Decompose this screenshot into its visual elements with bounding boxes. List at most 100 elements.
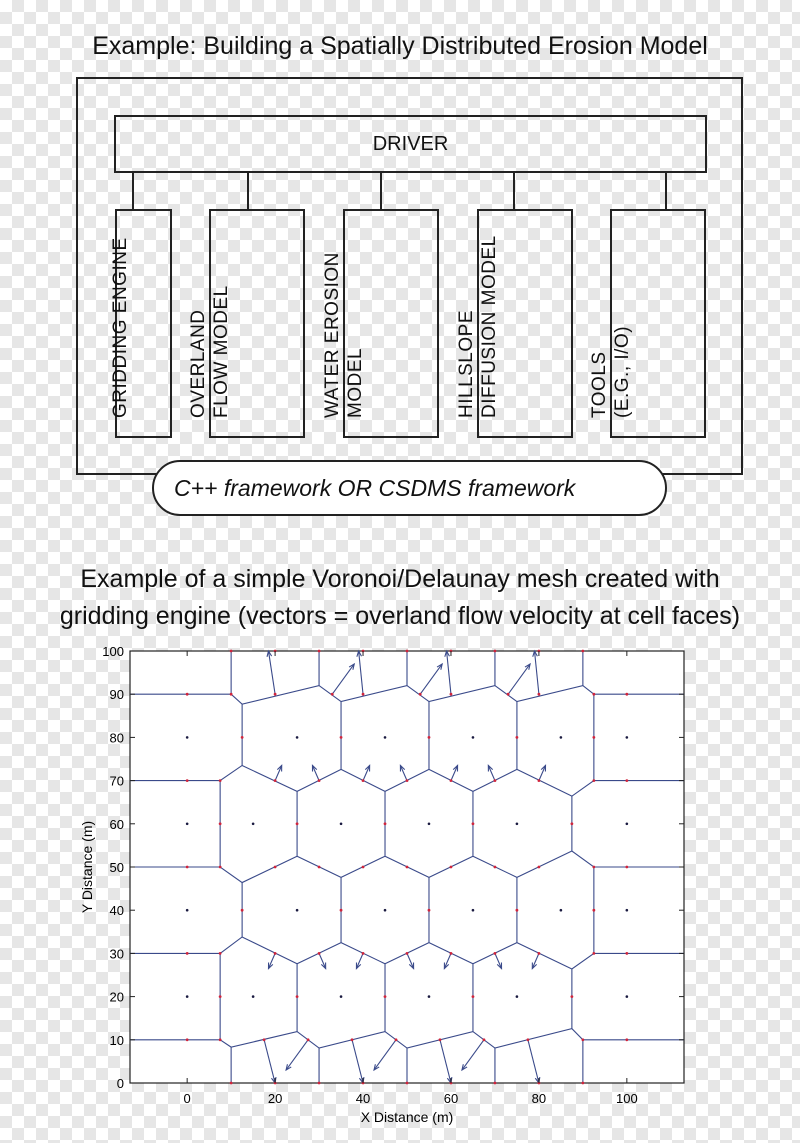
arrow-head — [496, 962, 503, 970]
face-point — [273, 865, 277, 869]
face-point — [438, 1038, 442, 1042]
cell-center — [185, 736, 189, 739]
arrow-head — [320, 962, 327, 970]
arrow-head — [444, 649, 450, 657]
module-water-erosion: WATER EROSION MODEL — [322, 209, 439, 438]
velocity-arrow — [419, 663, 443, 695]
velocity-vectors — [263, 649, 547, 1085]
face-point — [581, 1038, 585, 1042]
velocity-arrow — [533, 650, 540, 695]
face-point — [581, 1081, 585, 1085]
module-tools: TOOLS (E.G., I/O) — [589, 209, 706, 438]
velocity-arrow — [443, 953, 452, 969]
velocity-arrow — [355, 953, 364, 969]
cell-center — [339, 995, 343, 998]
velocity-arrow — [450, 765, 459, 781]
y-axis-label: Y Distance (m) — [79, 821, 95, 913]
velocity-arrow — [263, 1039, 276, 1084]
face-point — [449, 952, 453, 955]
y-tick-label: 90 — [110, 687, 124, 702]
face-point — [383, 995, 387, 998]
face-point — [570, 822, 574, 826]
arrow-head — [355, 962, 362, 970]
y-tick-label: 10 — [110, 1033, 124, 1048]
face-point — [405, 952, 409, 955]
connector-line — [380, 172, 382, 210]
face-point — [493, 779, 497, 782]
face-point — [185, 1038, 189, 1042]
x-axis-label: X Distance (m) — [361, 1109, 454, 1125]
face-point — [471, 822, 475, 826]
face-point — [218, 952, 222, 955]
cell-center — [625, 736, 629, 739]
face-point — [427, 736, 431, 739]
arrow-head — [267, 962, 274, 970]
face-point — [493, 649, 497, 653]
module-gridding-engine: GRIDDING ENGINE — [110, 209, 172, 438]
face-point — [317, 649, 321, 653]
face-point — [383, 822, 387, 826]
face-point — [493, 952, 497, 955]
face-point — [229, 692, 233, 696]
arrow-head — [364, 764, 371, 772]
arrow-head — [348, 662, 356, 670]
arrow-head — [276, 764, 283, 772]
face-point — [592, 779, 596, 782]
velocity-arrow — [538, 765, 547, 781]
velocity-arrow — [311, 765, 320, 781]
velocity-arrow — [494, 953, 503, 969]
face-point — [317, 952, 321, 955]
face-point — [506, 692, 510, 696]
x-tick-label: 20 — [268, 1091, 282, 1106]
face-point — [482, 1038, 486, 1042]
velocity-arrow — [461, 1039, 485, 1071]
face-point — [625, 1038, 629, 1042]
face-point — [185, 865, 189, 869]
face-point — [185, 779, 189, 782]
framework-pill: C++ framework OR CSDMS framework — [152, 460, 667, 516]
cell-center — [185, 908, 189, 912]
x-tick-label: 80 — [532, 1091, 546, 1106]
face-point — [185, 692, 189, 696]
face-point — [262, 1038, 266, 1042]
arrow-head — [373, 1064, 380, 1072]
velocity-arrow — [267, 953, 276, 969]
face-point — [218, 822, 222, 826]
y-tick-label: 50 — [110, 860, 124, 875]
arrow-head — [540, 764, 547, 772]
velocity-arrow — [527, 1039, 540, 1084]
face-point — [273, 692, 277, 696]
x-tick-label: 0 — [184, 1091, 191, 1106]
cell-center — [251, 995, 255, 998]
y-tick-label: 80 — [110, 730, 124, 745]
cell-center — [471, 908, 475, 912]
face-point — [537, 779, 541, 782]
face-point — [317, 1081, 321, 1085]
face-point — [418, 692, 422, 696]
arrow-head — [399, 764, 406, 772]
arrow-head — [285, 1064, 292, 1072]
face-point — [625, 865, 629, 869]
face-point — [449, 779, 453, 782]
face-point — [240, 736, 244, 739]
velocity-arrow — [318, 953, 327, 969]
cell-center — [295, 736, 299, 739]
face-point — [295, 995, 299, 998]
velocity-arrow — [274, 765, 283, 781]
arrow-head — [524, 662, 531, 670]
arrow-head — [266, 649, 273, 657]
face-point — [427, 908, 431, 912]
driver-box: DRIVER — [114, 115, 707, 173]
velocity-arrow — [373, 1039, 397, 1071]
y-tick-label: 0 — [117, 1076, 124, 1091]
arrow-head — [311, 764, 318, 772]
cell-center — [471, 736, 475, 739]
face-point — [350, 1038, 354, 1042]
y-tick-label: 60 — [110, 817, 124, 832]
face-point — [405, 649, 409, 653]
cell-center — [383, 908, 387, 912]
face-point — [537, 952, 541, 955]
velocity-arrow — [399, 765, 408, 781]
cell-center — [625, 908, 629, 912]
